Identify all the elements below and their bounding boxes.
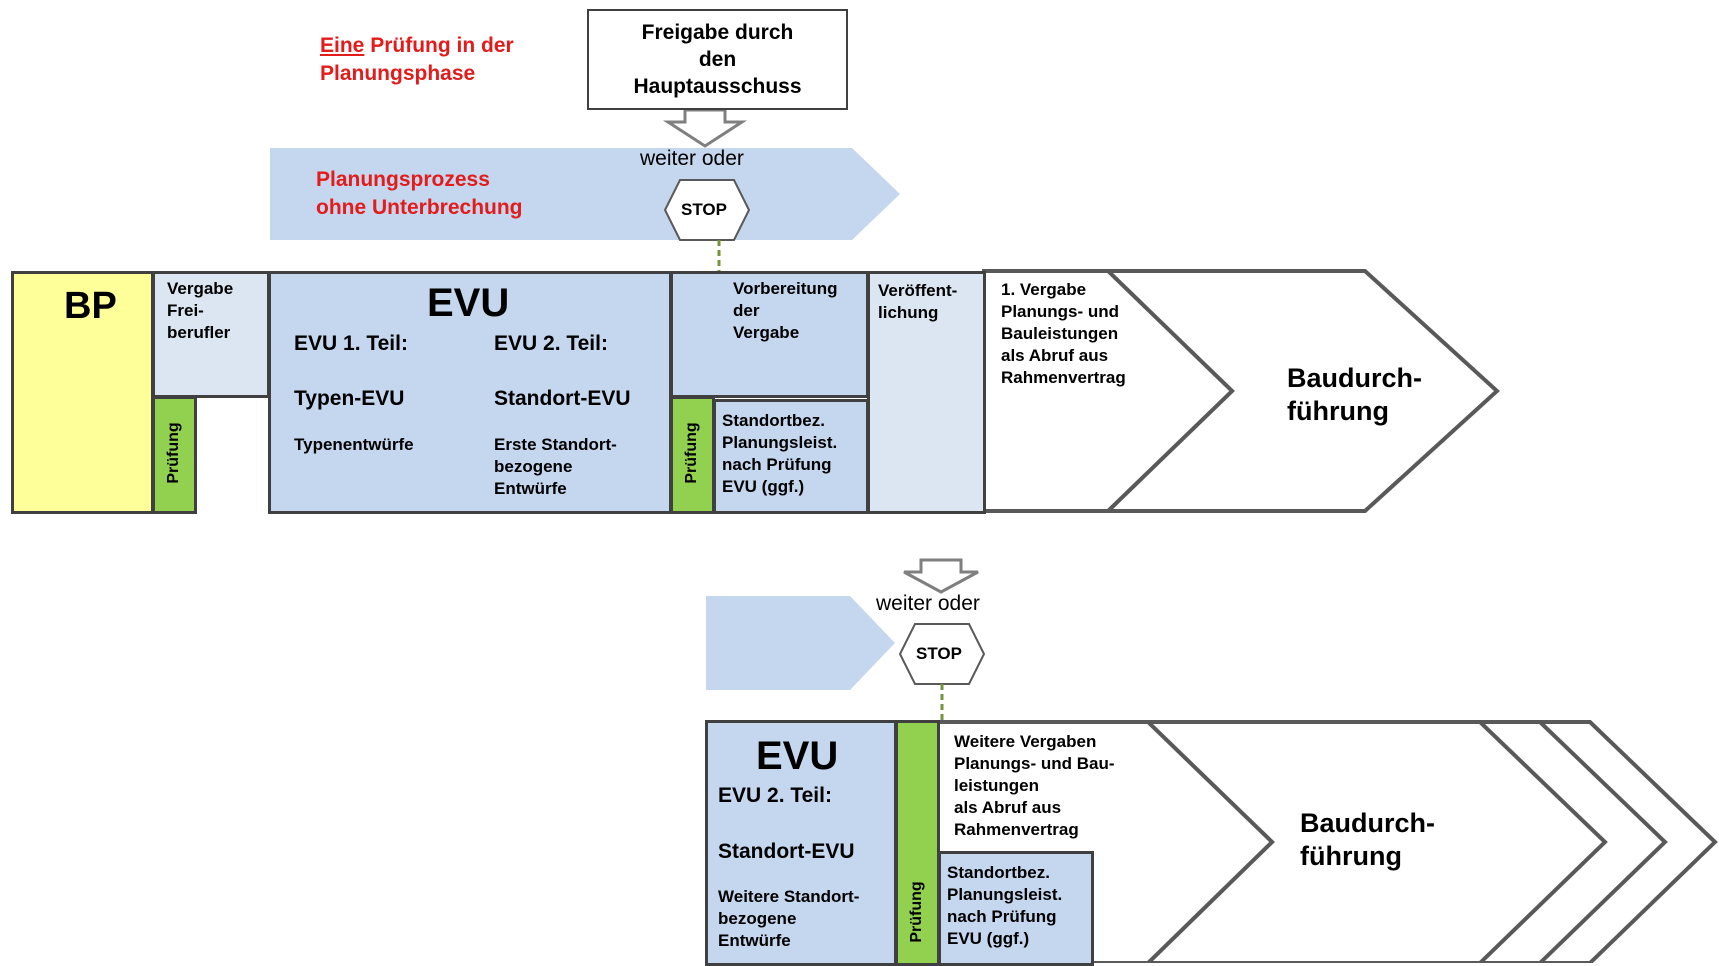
mid-arrow (706, 596, 895, 690)
evu2-type: Standort-EVU (494, 387, 631, 410)
evu-box-2: EVU EVU 2. Teil: Standort-EVU Weitere St… (705, 720, 897, 966)
weiter-label: weiter oder (640, 147, 744, 170)
stop-label: STOP (681, 200, 727, 219)
evu2-title: EVU 2. Teil: (494, 332, 608, 355)
release-box: Freigabe durch den Hauptausschuss (587, 9, 848, 110)
pruefung-label-3: Prüfung (908, 881, 925, 943)
evu2-desc-2: Weitere Standort- bezogene Entwürfe (718, 887, 860, 950)
stop-hexagon-icon-2 (898, 623, 986, 685)
standortbez-label-2: Standortbez. Planungsleist. nach Prüfung… (947, 863, 1063, 948)
baudurch-label: Baudurch- führung (1287, 363, 1422, 426)
baudurch-label-2: Baudurch- führung (1300, 808, 1435, 871)
weitere-label: Weitere Vergaben Planungs- und Bau- leis… (954, 732, 1115, 839)
vorbereitung-box: Vorbereitung der Vergabe (670, 271, 869, 398)
note-rest: Prüfung in der Planungsphase (320, 34, 514, 85)
vorbereitung-label: Vorbereitung der Vergabe (733, 279, 838, 342)
evu1-title: EVU 1. Teil: (294, 332, 408, 355)
evu-box: EVU EVU 1. Teil: Typen-EVU Typenentwürfe… (268, 271, 672, 514)
standortbez-box: Standortbez. Planungsleist. nach Prüfung… (713, 399, 869, 514)
veroeffentlichung-label: Veröffent- lichung (878, 281, 958, 322)
vergabe1-label: 1. Vergabe Planungs- und Bauleistungen a… (1001, 280, 1126, 387)
evu2-title-2: EVU 2. Teil: (718, 784, 832, 807)
note-text: Eine Prüfung in der Planungsphase (320, 32, 514, 88)
pruefung-label-2: Prüfung (683, 422, 700, 484)
vergabe-frei-box: Vergabe Frei- berufler (152, 271, 270, 398)
veroeffentlichung-box: Veröffent- lichung (867, 271, 986, 514)
evu1-desc: Typenentwürfe (294, 435, 414, 454)
pruefung-box-3: Prüfung (895, 720, 940, 966)
pruefung-box-1: Prüfung (152, 396, 197, 514)
vergabe-frei-label: Vergabe Frei- berufler (167, 279, 234, 342)
pruefung-label-1: Prüfung (165, 422, 182, 484)
down-arrow-icon-2 (903, 558, 979, 594)
note-underlined: Eine (320, 34, 365, 57)
release-label: Freigabe durch den Hauptausschuss (633, 21, 802, 98)
stop-label-2: STOP (916, 644, 962, 663)
process-label: Planungsprozess ohne Unterbrechung (316, 168, 523, 219)
standortbez-label: Standortbez. Planungsleist. nach Prüfung… (722, 411, 838, 496)
evu2-type-2: Standort-EVU (718, 840, 855, 863)
bp-box: BP (11, 271, 154, 514)
evu-label-2: EVU (756, 734, 839, 778)
evu-label: EVU (427, 281, 510, 325)
standortbez-box-2: Standortbez. Planungsleist. nach Prüfung… (938, 851, 1094, 966)
weiter-label-2: weiter oder (876, 592, 980, 615)
down-arrow-icon (662, 108, 748, 148)
bp-label: BP (64, 285, 117, 327)
evu1-type: Typen-EVU (294, 387, 405, 410)
pruefung-box-2: Prüfung (670, 396, 715, 514)
stop-hexagon-icon (663, 179, 751, 241)
evu2-desc: Erste Standort- bezogene Entwürfe (494, 435, 617, 498)
